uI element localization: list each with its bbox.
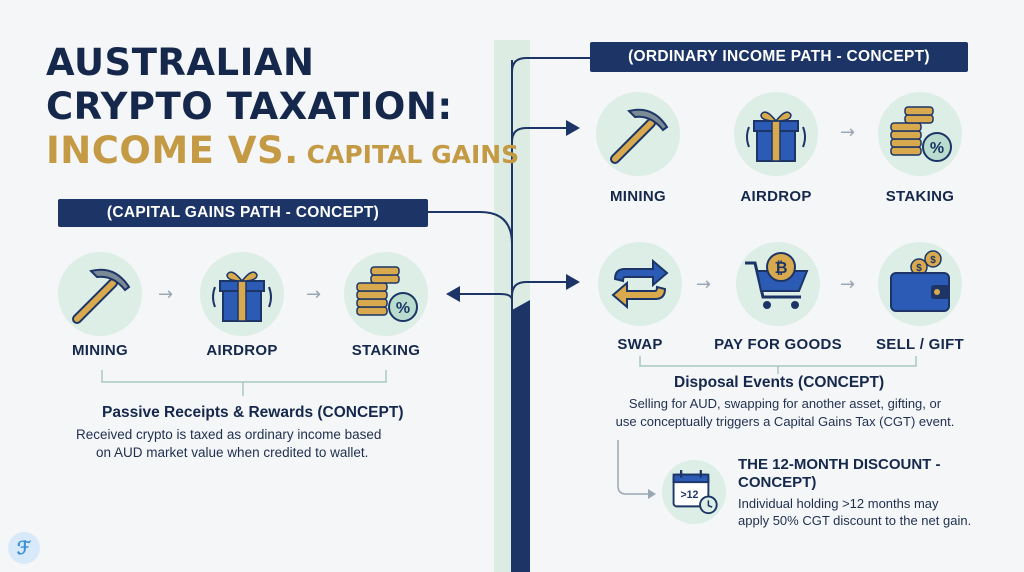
center-band-navy (512, 300, 530, 572)
title-capital-gains: CAPITAL GAINS (306, 140, 520, 169)
right-label-mining: MINING (610, 188, 666, 205)
disposal-heading: Disposal Events (CONCEPT) (674, 374, 885, 391)
right-row1-arrow: → (840, 122, 856, 143)
discount-heading-line-2: CONCEPT) (738, 474, 817, 491)
wallet-icon: $ $ (890, 250, 950, 312)
disposal-line-1: Selling for AUD, swapping for another as… (628, 396, 942, 411)
right-pay-circle: ₿ (736, 242, 820, 326)
left-heading: Passive Receipts & Rewards (CONCEPT) (102, 404, 404, 421)
swap-arrows-icon (611, 258, 669, 310)
title-line-3: INCOME VS.CAPITAL GAINS (46, 132, 519, 169)
coin-stack-percent-icon: % (890, 106, 952, 162)
title-line-2: CRYPTO TAXATION: (46, 85, 453, 128)
left-body-line-2: on AUD market value when credited to wal… (96, 445, 369, 460)
left-airdrop-circle (200, 252, 284, 336)
discount-line-2: apply 50% CGT discount to the net gain. (738, 513, 972, 528)
right-path-banner: (ORDINARY INCOME PATH - CONCEPT) (590, 42, 968, 72)
svg-text:₿: ₿ (774, 258, 787, 277)
disposal-line-2: use conceptually triggers a Capital Gain… (615, 414, 955, 429)
left-path-banner: (CAPITAL GAINS PATH - CONCEPT) (58, 199, 428, 227)
right-label-pay: PAY FOR GOODS (714, 336, 842, 353)
pickaxe-icon (610, 108, 669, 164)
left-label-mining: MINING (72, 342, 128, 359)
svg-text:%: % (930, 140, 944, 157)
right-airdrop-circle (734, 92, 818, 176)
left-label-airdrop: AIRDROP (206, 342, 278, 359)
right-staking-circle: % (878, 92, 962, 176)
right-swap-circle (598, 242, 682, 326)
right-row2-arrow-2: → (840, 274, 856, 295)
right-row2-arrow-1: → (696, 274, 712, 295)
svg-text:$: $ (916, 263, 922, 274)
left-staking-circle: % (344, 252, 428, 336)
right-sell-circle: $ $ (878, 242, 962, 326)
calendar-clock-icon: >12 (672, 470, 718, 515)
discount-calendar-circle: >12 (662, 460, 726, 524)
right-mining-circle (596, 92, 680, 176)
title-income-vs: INCOME VS. (46, 129, 299, 172)
gift-box-icon (212, 271, 272, 322)
discount-heading-line-1: THE 12-MONTH DISCOUNT - (738, 456, 941, 473)
discount-line-1: Individual holding >12 months may (738, 496, 939, 511)
calendar-label: >12 (680, 489, 698, 501)
shopping-cart-bitcoin-icon: ₿ (745, 252, 809, 309)
right-label-airdrop: AIRDROP (740, 188, 812, 205)
title-line-1: AUSTRALIAN (46, 41, 315, 84)
brand-logo: ℱ (8, 532, 40, 564)
coin-stack-percent-icon: % (356, 266, 418, 322)
right-label-sell-gift: SELL / GIFT (875, 336, 965, 353)
left-body-line-1: Received crypto is taxed as ordinary inc… (76, 427, 382, 442)
pickaxe-icon (72, 268, 131, 324)
right-label-staking: STAKING (885, 188, 955, 205)
right-label-swap: SWAP (617, 336, 663, 353)
left-label-staking: STAKING (351, 342, 421, 359)
gift-box-icon (746, 111, 806, 162)
left-arrow-1: → (158, 284, 174, 305)
left-mining-circle (58, 252, 142, 336)
svg-text:%: % (396, 300, 410, 317)
svg-text:$: $ (930, 255, 936, 266)
left-arrow-2: → (306, 284, 322, 305)
